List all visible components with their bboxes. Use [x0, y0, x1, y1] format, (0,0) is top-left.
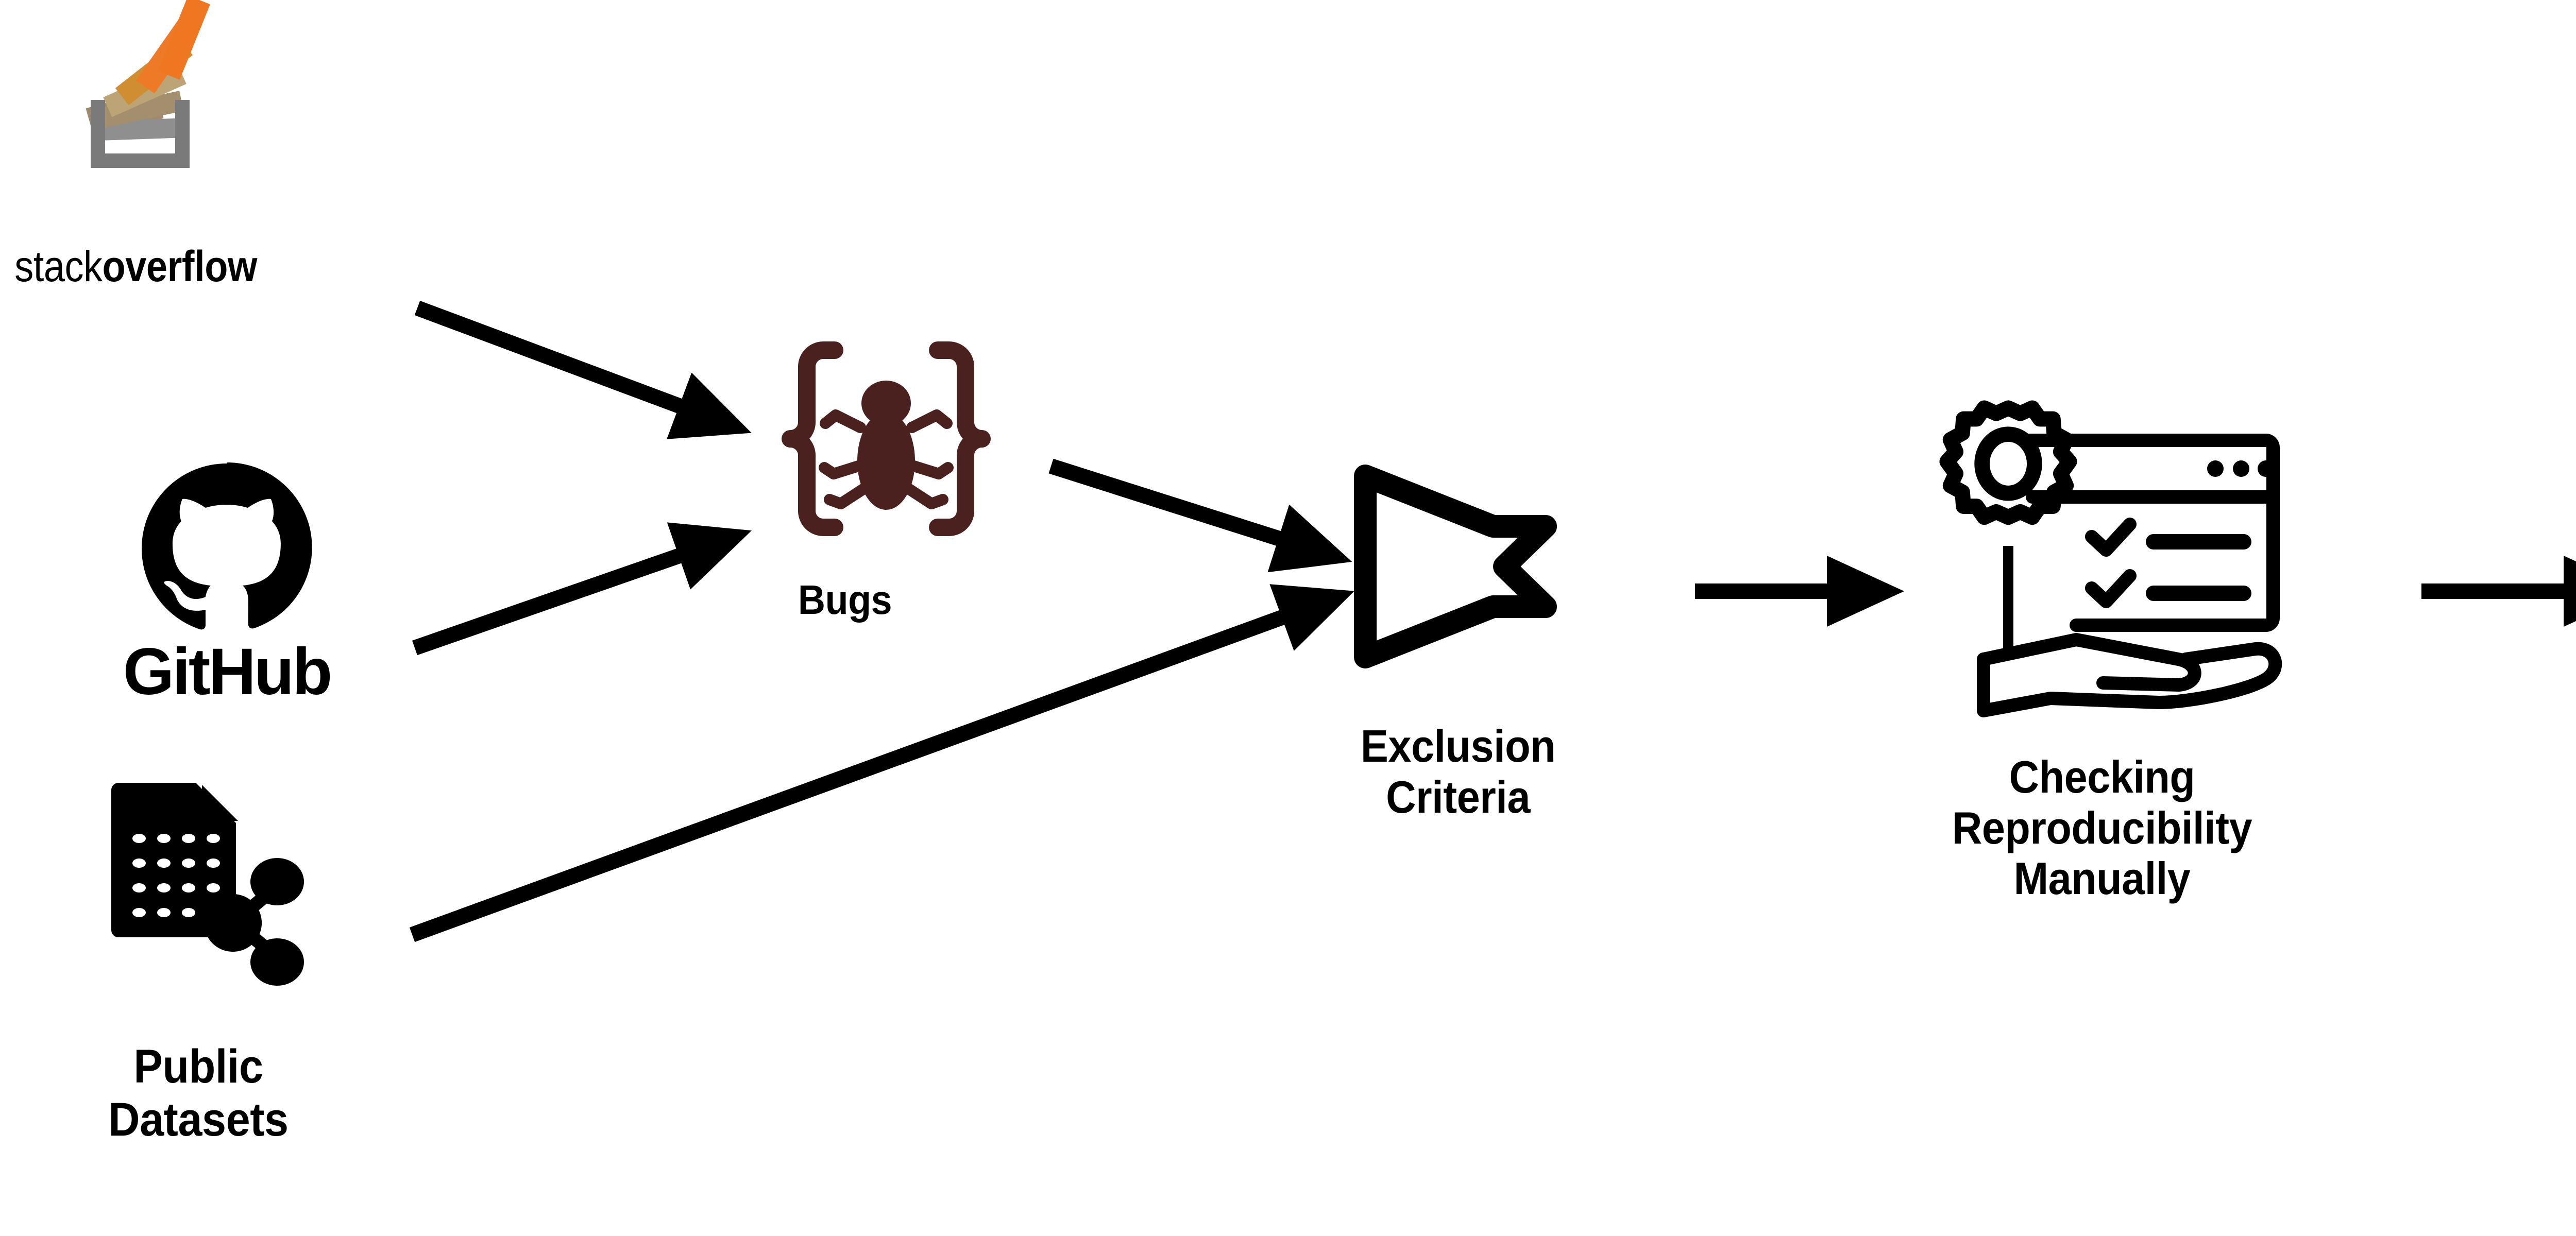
dataset-network-icon	[111, 783, 304, 986]
checking-reproducibility-label: Checking Reproducibility Manually	[1893, 751, 2311, 904]
stackoverflow-logo	[86, 0, 210, 168]
arrow-datasets-to-exclusion	[409, 584, 1354, 942]
source-public-datasets	[103, 772, 335, 1020]
github-label: GitHub	[123, 635, 331, 709]
funnel-filter-icon	[1354, 465, 1557, 668]
checking-label-line1: Checking	[2009, 751, 2195, 802]
arrow-github-to-bugs	[412, 522, 752, 656]
stackoverflow-label-bold: overflow	[102, 242, 258, 290]
exclusion-label-line2: Criteria	[1386, 771, 1530, 822]
bug-in-braces-icon	[782, 341, 991, 536]
stackoverflow-label: stackoverflow	[14, 242, 257, 290]
bugs-label: Bugs	[798, 577, 892, 623]
public-datasets-label-line2: Datasets	[108, 1093, 289, 1146]
source-stackoverflow	[26, 0, 232, 237]
source-github: GitHub	[118, 453, 335, 711]
arrow-stackoverflow-to-bugs	[414, 300, 752, 439]
public-datasets-label-line1: Public	[133, 1040, 263, 1093]
stage-checking-reproducibility	[1922, 391, 2282, 717]
github-octocat-logo: GitHub	[123, 462, 332, 709]
stackoverflow-label-light: stack	[14, 242, 103, 290]
gear-checklist-hand-icon	[1939, 400, 2282, 717]
stage-bugs	[757, 330, 1015, 556]
public-datasets-label: Public Datasets	[92, 1040, 305, 1146]
exclusion-criteria-label: Exclusion Criteria	[1311, 720, 1605, 822]
checking-label-line3: Manually	[2013, 853, 2191, 904]
exclusion-label-line1: Exclusion	[1360, 720, 1556, 771]
arrow-bugs-to-exclusion	[1048, 458, 1352, 573]
checking-label-line2: Reproducibility	[1952, 802, 2252, 853]
stage-exclusion-criteria	[1354, 464, 1561, 670]
